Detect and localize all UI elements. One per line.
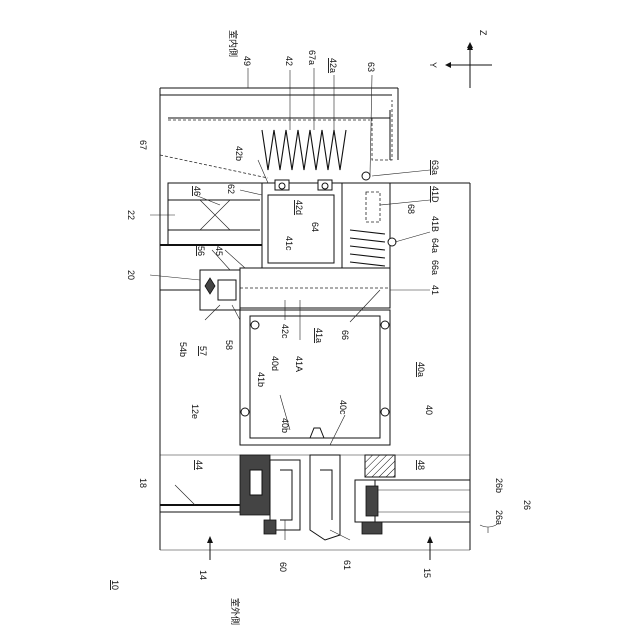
part-64a: 64a	[430, 238, 440, 253]
part-54b: 54b	[178, 342, 188, 357]
part-64: 64	[310, 222, 320, 232]
direction-arrows	[207, 536, 433, 560]
part-40c: 40c	[338, 400, 348, 415]
part-40a: 40a	[416, 362, 426, 377]
axis-y-label: Y	[428, 62, 438, 68]
part-41b: 41b	[256, 372, 266, 387]
glass-18	[160, 505, 240, 512]
part-42a: 42a	[328, 58, 338, 73]
fig-number: 10	[110, 580, 120, 590]
part-40d: 40d	[270, 356, 280, 371]
part-41a: 41a	[314, 328, 324, 343]
part-63: 63	[366, 62, 376, 72]
frame-member-42	[262, 180, 342, 268]
part-26a: 26a	[494, 510, 504, 525]
part-62: 62	[226, 184, 236, 194]
spring-coil-42	[262, 130, 346, 170]
part-44: 44	[194, 460, 204, 470]
part-67: 67	[138, 140, 148, 150]
part-42b: 42b	[234, 146, 244, 161]
part-41A: 41A	[294, 356, 304, 372]
gasket-44	[240, 455, 270, 515]
part-26b: 26b	[494, 478, 504, 493]
part-42: 42	[284, 56, 294, 66]
part-48: 48	[416, 460, 426, 470]
part-66a: 66a	[430, 260, 440, 275]
part-14: 14	[198, 570, 208, 580]
part-45: 45	[214, 246, 224, 256]
frame-member-41A	[240, 268, 390, 308]
glass-stop-20	[160, 270, 240, 310]
brace-26	[480, 525, 496, 533]
part-41c: 41c	[284, 236, 294, 251]
axis-indicator	[445, 42, 492, 88]
glass-26	[355, 480, 470, 534]
part-12e: 12e	[190, 404, 200, 419]
sash-61	[310, 455, 340, 540]
glazing-unit-22	[160, 183, 268, 245]
part-40b: 40b	[280, 418, 290, 433]
part-63a: 63a	[430, 160, 440, 175]
part-42c: 42c	[280, 324, 290, 339]
part-49: 49	[242, 56, 252, 66]
part-20: 20	[126, 270, 136, 280]
label-indoor: 室内側	[228, 30, 239, 57]
part-40: 40	[424, 405, 434, 415]
part-46: 46	[192, 186, 202, 196]
gasket-48	[365, 455, 395, 477]
part-61: 61	[342, 560, 352, 570]
part-57: 57	[198, 346, 208, 356]
part-42d: 42d	[294, 200, 304, 215]
label-outdoor: 室外側	[230, 598, 241, 625]
leader-67	[160, 155, 268, 178]
part-22: 22	[126, 210, 136, 220]
part-66: 66	[340, 330, 350, 340]
part-68: 68	[406, 204, 416, 214]
part-41: 41	[430, 285, 440, 295]
casing-49	[168, 100, 392, 160]
part-67a: 67a	[307, 50, 317, 65]
axis-z-label: Z	[478, 30, 488, 36]
part-58: 58	[224, 340, 234, 350]
part-26: 26	[522, 500, 532, 510]
part-41B: 41B	[430, 216, 440, 232]
part-18: 18	[138, 478, 148, 488]
part-41D: 41D	[430, 186, 440, 203]
part-60: 60	[278, 562, 288, 572]
part-56: 56	[196, 246, 206, 256]
part-15: 15	[422, 568, 432, 578]
